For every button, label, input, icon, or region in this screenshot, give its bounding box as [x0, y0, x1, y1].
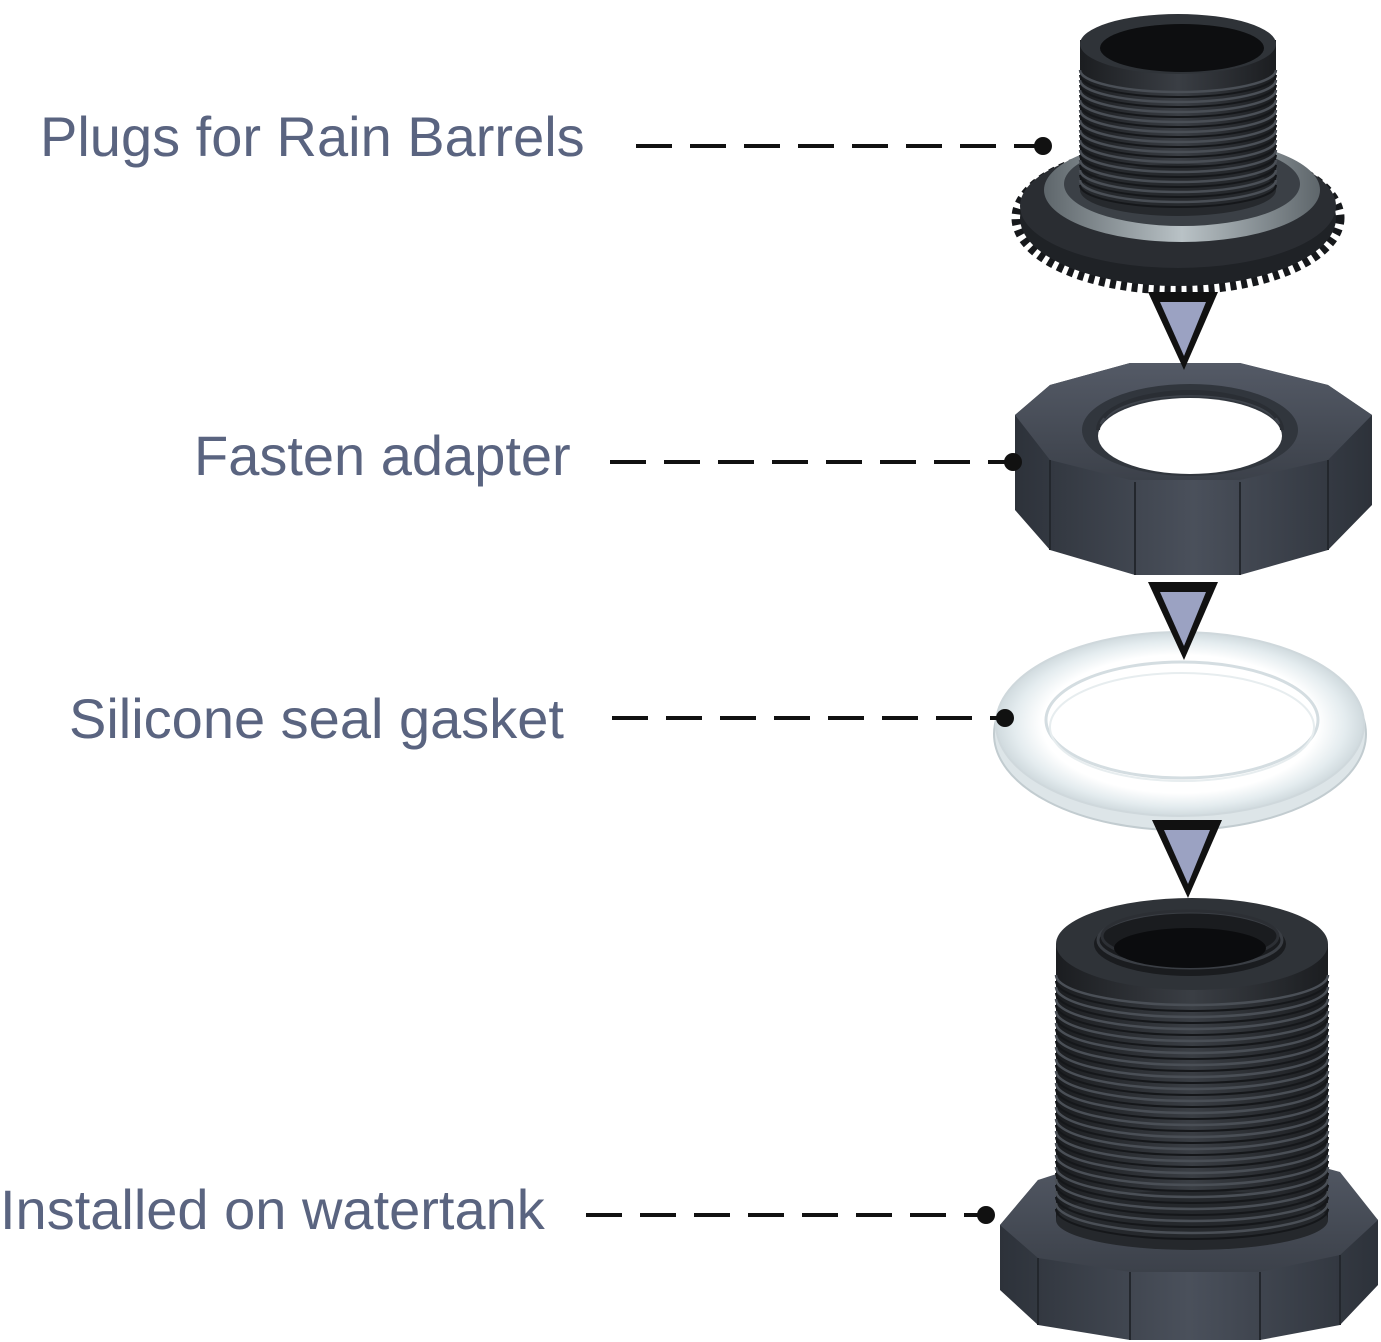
- thread-ridge: [1054, 974, 1330, 1007]
- thread-groove: [1055, 1076, 1329, 1108]
- thread-groove: [1055, 1148, 1329, 1180]
- thread-groove: [1055, 1004, 1329, 1036]
- thread-ridge: [1054, 1118, 1330, 1151]
- thread-ridge: [1078, 149, 1278, 174]
- clear-gasket-ring-icon: [993, 631, 1367, 831]
- thread-ridge: [1054, 1046, 1330, 1079]
- thread-groove: [1055, 1040, 1329, 1072]
- plug-threads: [1078, 69, 1278, 208]
- thread-ridge: [1054, 1202, 1330, 1235]
- thread-ridge: [1054, 1154, 1330, 1187]
- thread-ridge: [1054, 1070, 1330, 1103]
- thread-groove: [1079, 114, 1277, 138]
- thread-groove: [1079, 124, 1277, 148]
- thread-groove: [1055, 980, 1329, 1012]
- thread-ridge: [1054, 1094, 1330, 1127]
- thread-groove: [1055, 1028, 1329, 1060]
- down-arrow-icon: [1152, 820, 1222, 898]
- thread-groove: [1055, 1208, 1329, 1240]
- thread-ridge: [1078, 119, 1278, 144]
- thread-groove: [1055, 1016, 1329, 1048]
- thread-groove: [1055, 1136, 1329, 1168]
- thread-ridge: [1054, 1010, 1330, 1043]
- thread-ridge: [1054, 1142, 1330, 1175]
- label-silicone-seal-gasket: Silicone seal gasket: [69, 687, 564, 750]
- thread-groove: [1079, 134, 1277, 158]
- thread-groove: [1055, 1172, 1329, 1204]
- leader-line-fasten: [610, 453, 1022, 471]
- thread-groove: [1055, 992, 1329, 1024]
- thread-groove: [1079, 94, 1277, 118]
- thread-ridge: [1054, 1034, 1330, 1067]
- thread-groove: [1055, 1052, 1329, 1084]
- thread-groove: [1079, 144, 1277, 168]
- thread-ridge: [1078, 139, 1278, 164]
- thread-groove: [1079, 104, 1277, 128]
- thread-groove: [1079, 164, 1277, 188]
- down-arrow-icon: [1148, 582, 1218, 660]
- thread-groove: [1055, 1160, 1329, 1192]
- thread-groove: [1055, 1112, 1329, 1144]
- thread-groove: [1055, 1124, 1329, 1156]
- leader-line-gasket: [612, 709, 1014, 727]
- thread-ridge: [1054, 986, 1330, 1019]
- thread-ridge: [1078, 109, 1278, 134]
- thread-ridge: [1078, 179, 1278, 204]
- thread-ridge: [1054, 1166, 1330, 1199]
- thread-groove: [1055, 1100, 1329, 1132]
- thread-ridge: [1054, 1082, 1330, 1115]
- thread-ridge: [1078, 129, 1278, 154]
- thread-ridge: [1054, 1106, 1330, 1139]
- thread-groove: [1055, 1088, 1329, 1120]
- thread-groove: [1079, 174, 1277, 198]
- thread-ridge: [1078, 99, 1278, 124]
- bulkhead-threads: [1054, 974, 1330, 1240]
- threaded-plug-with-knurled-flange-icon: [1011, 14, 1345, 295]
- thread-groove: [1079, 184, 1277, 208]
- thread-groove: [1079, 74, 1277, 98]
- thread-ridge: [1054, 1130, 1330, 1163]
- thread-ridge: [1078, 69, 1278, 94]
- thread-ridge: [1078, 169, 1278, 194]
- down-arrow-icon: [1148, 292, 1218, 370]
- octagonal-lock-nut-icon: [1015, 363, 1372, 575]
- leader-line-plugs: [636, 137, 1052, 155]
- label-fasten-adapter: Fasten adapter: [194, 424, 571, 487]
- thread-groove: [1055, 1184, 1329, 1216]
- leader-line-installed: [586, 1206, 995, 1224]
- thread-groove: [1055, 1064, 1329, 1096]
- thread-ridge: [1054, 1178, 1330, 1211]
- thread-groove: [1079, 84, 1277, 108]
- thread-ridge: [1054, 1022, 1330, 1055]
- label-plugs-for-rain-barrels: Plugs for Rain Barrels: [40, 105, 585, 168]
- label-installed-on-watertank: Installed on watertank: [0, 1178, 545, 1241]
- thread-ridge: [1054, 998, 1330, 1031]
- thread-ridge: [1078, 79, 1278, 104]
- thread-ridge: [1078, 89, 1278, 114]
- threaded-bulkhead-fitting-icon: [1000, 898, 1378, 1340]
- thread-ridge: [1054, 1058, 1330, 1091]
- thread-ridge: [1078, 159, 1278, 184]
- thread-groove: [1055, 1196, 1329, 1228]
- thread-ridge: [1054, 1190, 1330, 1223]
- thread-groove: [1079, 154, 1277, 178]
